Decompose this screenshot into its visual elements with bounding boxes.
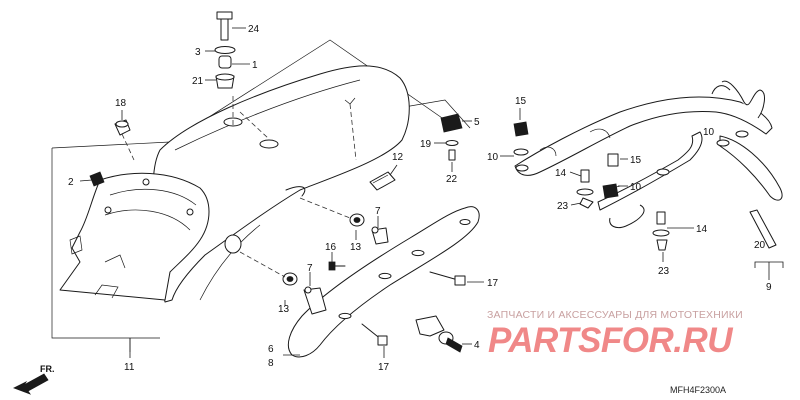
callout-11: 11: [124, 362, 135, 373]
callout-12: 12: [392, 152, 404, 163]
bolt-17-bottom: [361, 323, 388, 346]
callout-10-far: 10: [703, 127, 715, 138]
callout-20: 20: [754, 240, 766, 251]
holders-7-13: [239, 197, 389, 315]
callout-19: 19: [420, 139, 432, 150]
callout-7-lower: 7: [307, 263, 313, 274]
callout-15-right: 15: [630, 155, 642, 166]
pad-12: [369, 171, 396, 191]
callout-2: 2: [68, 177, 74, 188]
grommet-18: [114, 119, 135, 161]
pin-20: [749, 209, 777, 249]
bracket-9: [754, 261, 784, 280]
callout-24: 24: [248, 24, 260, 35]
callout-1: 1: [252, 60, 258, 71]
callout-13-upper: 13: [350, 242, 362, 253]
bolt-16: [328, 261, 346, 271]
watermark-tagline: ЗАПЧАСТИ И АКСЕССУАРЫ ДЛЯ МОТОТЕХНИКИ: [487, 309, 743, 321]
callout-15-left: 15: [515, 96, 527, 107]
callout-4: 4: [474, 340, 480, 351]
rear-fender-seat: [152, 65, 410, 303]
front-direction-arrow: FR.: [13, 364, 55, 395]
rear-carrier: [514, 80, 783, 229]
callout-16: 16: [325, 242, 337, 253]
front-direction-label: FR.: [40, 364, 55, 374]
rear-fender-inner: [59, 172, 210, 301]
diagram-code: MFH4F2300A: [670, 385, 726, 395]
callout-10-left: 10: [487, 152, 499, 163]
carrier-hardware: [513, 121, 670, 251]
callout-7-upper: 7: [375, 206, 381, 217]
callout-17-right: 17: [487, 278, 499, 289]
mount-bolt-stack: [214, 11, 236, 89]
grommet-stack-5-19-22: [440, 113, 463, 161]
callout-18: 18: [115, 98, 127, 109]
callout-14-right: 14: [696, 224, 708, 235]
callout-6: 6: [268, 344, 274, 355]
callout-23-left: 23: [557, 201, 569, 212]
callout-21: 21: [192, 76, 204, 87]
clip-2: [89, 171, 105, 187]
callout-5: 5: [474, 117, 480, 128]
callout-9: 9: [766, 282, 772, 293]
leader-lines: [79, 27, 694, 358]
callout-numbers: 24 3 1 21 18 2 12 5 19 22 7 13 16 7 13 1…: [68, 24, 772, 373]
callout-23-right: 23: [658, 266, 670, 277]
grab-rail: [287, 206, 480, 358]
callout-17-bottom: 17: [378, 362, 390, 373]
callout-14-left: 14: [555, 168, 567, 179]
watermark: ЗАПЧАСТИ И АКСЕССУАРЫ ДЛЯ МОТОТЕХНИКИ PA…: [487, 309, 743, 360]
watermark-logo: PARTSFOR.RU: [488, 321, 733, 360]
bolt-17-right: [429, 271, 466, 286]
callout-22: 22: [446, 174, 458, 185]
callout-10-right: 10: [630, 182, 642, 193]
callout-13-lower: 13: [278, 304, 290, 315]
helmet-lock-4: [415, 315, 463, 353]
callout-8: 8: [268, 358, 274, 369]
callout-3: 3: [195, 47, 201, 58]
